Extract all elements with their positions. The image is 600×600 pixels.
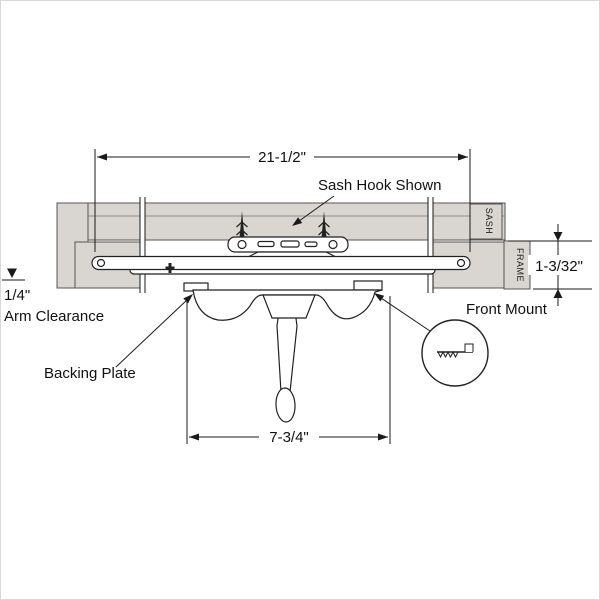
hook-plate-slot xyxy=(304,241,318,248)
arm-rivet-cluster xyxy=(165,263,175,273)
operator-base-body xyxy=(192,289,383,321)
arm-pivot-hole xyxy=(456,258,466,268)
arrow-down-icon xyxy=(553,232,563,241)
callout-sash-hook: Sash Hook Shown xyxy=(292,177,441,226)
bottom-width-value: 7-3/4" xyxy=(269,429,309,446)
sash-label-box xyxy=(469,203,503,240)
hook-plate-slot xyxy=(257,240,275,248)
dim-text-mask xyxy=(259,427,319,446)
break-gap-left xyxy=(140,197,145,293)
prong-barb xyxy=(323,221,330,228)
leader-line xyxy=(115,298,189,368)
dim-text-mask xyxy=(528,255,590,275)
front-mount-tab xyxy=(353,280,383,291)
arrow-right-icon xyxy=(378,433,388,441)
leader-arrow-icon xyxy=(183,294,193,304)
dimension-side-height: 1-3/32" xyxy=(508,224,592,306)
sash-hook-prong-left xyxy=(236,211,248,238)
prong-barb xyxy=(318,229,325,236)
prong-barb xyxy=(241,221,248,228)
rivet-mark xyxy=(165,266,175,270)
hook-plate-screw xyxy=(328,239,338,250)
prong-barb xyxy=(236,229,243,236)
sash-hook-label: Sash Hook Shown xyxy=(318,177,441,194)
dim-text-mask xyxy=(250,147,314,166)
callout-front-mount: Front Mount xyxy=(374,293,548,387)
arrow-left-icon xyxy=(189,433,199,441)
prong-barb xyxy=(241,229,248,236)
arrow-right-icon xyxy=(458,153,468,161)
sash-rail xyxy=(59,202,506,241)
sash-hook-prong-right xyxy=(318,211,330,238)
frame-label: FRAME xyxy=(515,248,525,282)
crank-hub xyxy=(262,294,316,319)
main-arm xyxy=(91,255,471,271)
break-gap-right xyxy=(428,197,433,293)
arm-pivot-hole xyxy=(96,258,106,268)
callout-backing-plate: Backing Plate xyxy=(44,294,193,382)
bracket-teeth xyxy=(437,350,459,359)
leader-line xyxy=(296,195,335,223)
leader-arrow-icon xyxy=(374,293,385,302)
hook-plate-screw xyxy=(237,239,247,250)
callout-arm-clearance: 1/4" Arm Clearance xyxy=(2,268,104,325)
detail-circle xyxy=(421,319,489,387)
arrow-up-icon xyxy=(553,289,563,298)
operator-mechanism xyxy=(91,211,471,423)
top-width-value: 21-1/2" xyxy=(258,149,306,166)
arrow-left-icon xyxy=(97,153,107,161)
hook-plate-slot xyxy=(280,240,300,248)
sash-label: SASH xyxy=(484,208,494,235)
arm-clearance-value: 1/4" xyxy=(4,287,30,304)
backing-plate-label: Backing Plate xyxy=(44,365,136,382)
leader-line xyxy=(377,295,431,332)
prong-barb xyxy=(236,221,243,228)
front-mount-label: Front Mount xyxy=(466,301,548,318)
leader-arrow-icon xyxy=(292,217,303,226)
front-mount-bracket-detail xyxy=(437,343,474,359)
dimension-bottom-width: 7-3/4" xyxy=(186,296,391,446)
clearance-arrow-icon xyxy=(7,268,17,278)
bracket-clip xyxy=(464,343,474,352)
arm-clearance-label: Arm Clearance xyxy=(4,308,104,325)
prong-barb xyxy=(323,229,330,236)
dimension-top-width: 21-1/2" xyxy=(94,147,471,252)
crank-knob xyxy=(275,387,296,423)
side-height-value: 1-3/32" xyxy=(535,258,583,275)
prong-barb xyxy=(318,221,325,228)
